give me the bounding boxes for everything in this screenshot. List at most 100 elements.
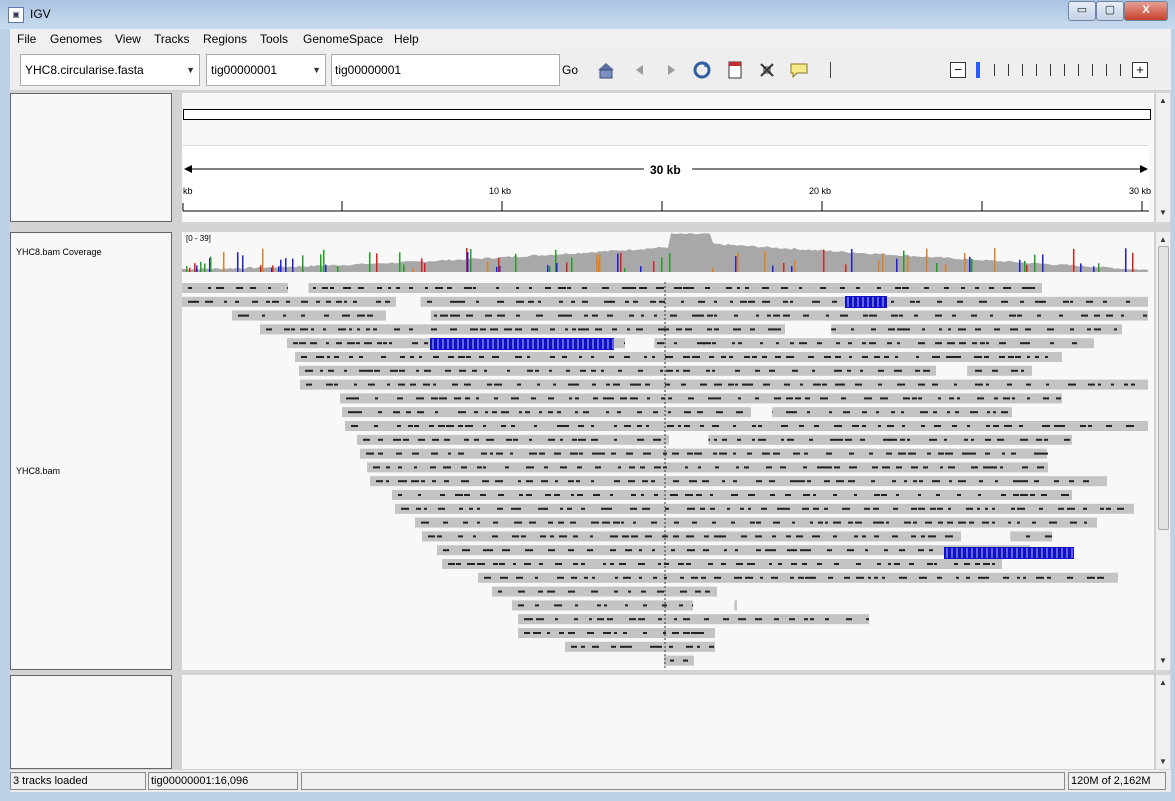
- refresh-icon[interactable]: [692, 60, 712, 80]
- scroll-down-icon[interactable]: ▼: [1159, 757, 1167, 766]
- read-mismatch: [933, 411, 937, 414]
- chromosome-ideogram[interactable]: [183, 109, 1151, 120]
- forward-arrow-icon[interactable]: [661, 60, 681, 80]
- minimize-button[interactable]: ▭: [1068, 1, 1096, 21]
- read-mismatch: [403, 438, 409, 441]
- maximize-button[interactable]: ▢: [1096, 1, 1124, 21]
- zoom-tick[interactable]: [1120, 64, 1121, 76]
- menu-tracks[interactable]: Tracks: [154, 32, 190, 46]
- read-mismatch: [672, 632, 679, 634]
- read-mismatch: [799, 287, 802, 289]
- coverage-mismatch: [783, 263, 785, 272]
- read-mismatch: [928, 535, 936, 538]
- read-mismatch: [774, 328, 781, 331]
- read-mismatch: [833, 535, 837, 538]
- read-mismatch: [862, 425, 866, 427]
- read-mismatch: [477, 521, 480, 524]
- coverage-track-name[interactable]: YHC8.bam Coverage: [16, 247, 102, 257]
- zoom-slider-handle[interactable]: [976, 62, 980, 78]
- resize-icon[interactable]: [757, 60, 777, 80]
- menu-tools[interactable]: Tools: [260, 32, 289, 46]
- scrollbar-thumb[interactable]: [1158, 246, 1169, 530]
- read-mismatch: [683, 632, 690, 634]
- read-mismatch: [826, 452, 832, 455]
- read-mismatch: [366, 328, 370, 331]
- read-mismatch: [492, 411, 497, 414]
- zoom-tick[interactable]: [1008, 64, 1009, 76]
- roi-icon[interactable]: [725, 60, 745, 80]
- read-mismatch: [878, 425, 881, 427]
- header-scrollbar[interactable]: ▲ ▼: [1155, 93, 1170, 222]
- zoom-tick[interactable]: [1036, 64, 1037, 76]
- read-mismatch: [791, 563, 797, 565]
- data-panel[interactable]: [0 - 39]: [182, 232, 1154, 670]
- read-mismatch: [710, 494, 713, 496]
- zoom-out-button[interactable]: −: [950, 62, 966, 78]
- back-arrow-icon[interactable]: [630, 60, 650, 80]
- chromosome-dropdown[interactable]: tig00000001 ▼: [206, 54, 326, 86]
- zoom-tick[interactable]: [1092, 64, 1093, 76]
- read-mismatch: [657, 645, 662, 648]
- read-mismatch: [416, 397, 424, 400]
- menu-genomespace[interactable]: GenomeSpace: [303, 32, 384, 46]
- scroll-down-icon[interactable]: ▼: [1159, 656, 1167, 665]
- coverage-mismatch: [712, 267, 714, 272]
- read-mismatch: [948, 507, 951, 510]
- read-mismatch: [813, 507, 819, 510]
- read-mismatch: [558, 287, 566, 289]
- read-mismatch: [558, 314, 566, 317]
- read-mismatch: [949, 397, 954, 400]
- read-mismatch: [781, 438, 784, 441]
- genome-dropdown[interactable]: YHC8.circularise.fasta ▼: [20, 54, 200, 86]
- feature-panel[interactable]: [182, 675, 1154, 769]
- read-mismatch: [755, 369, 760, 372]
- scroll-up-icon[interactable]: ▲: [1159, 235, 1167, 244]
- zoom-tick[interactable]: [1078, 64, 1079, 76]
- read-mismatch: [539, 452, 545, 455]
- scroll-up-icon[interactable]: ▲: [1159, 678, 1167, 687]
- zoom-in-button[interactable]: +: [1132, 62, 1148, 78]
- popup-info-icon[interactable]: [789, 60, 809, 80]
- zoom-tick[interactable]: [1064, 64, 1065, 76]
- menu-help[interactable]: Help: [394, 32, 419, 46]
- read-mismatch: [589, 618, 592, 621]
- read-mismatch: [944, 287, 949, 289]
- ruler-span-arrow: [184, 165, 1148, 173]
- read-mismatch: [881, 494, 887, 496]
- read-mismatch: [783, 300, 788, 303]
- zoom-tick[interactable]: [1022, 64, 1023, 76]
- read-mismatch: [347, 342, 355, 345]
- read-mismatch: [354, 383, 357, 386]
- locus-search-input[interactable]: [331, 54, 560, 86]
- menu-file[interactable]: File: [17, 32, 37, 46]
- alignment-track-name[interactable]: YHC8.bam: [16, 466, 61, 476]
- zoom-tick[interactable]: [1050, 64, 1051, 76]
- menu-regions[interactable]: Regions: [203, 32, 248, 46]
- menu-genomes[interactable]: Genomes: [50, 32, 103, 46]
- read-mismatch: [670, 494, 678, 496]
- scroll-down-icon[interactable]: ▼: [1159, 208, 1167, 217]
- go-button[interactable]: Go: [562, 63, 579, 77]
- coverage-mismatch: [907, 256, 909, 272]
- read-mismatch: [805, 576, 813, 579]
- read-mismatch: [1041, 452, 1048, 455]
- read-mismatch: [744, 466, 749, 469]
- insertion-cluster: [944, 547, 1074, 559]
- feature-scrollbar[interactable]: ▲ ▼: [1155, 675, 1170, 769]
- read-mismatch: [964, 563, 970, 565]
- read-mismatch: [477, 563, 485, 565]
- close-button[interactable]: X: [1124, 1, 1168, 21]
- coverage-mismatch: [189, 267, 191, 272]
- home-icon[interactable]: [596, 60, 616, 80]
- alignment-canvas[interactable]: [182, 232, 1154, 670]
- zoom-tick[interactable]: [994, 64, 995, 76]
- zoom-tick[interactable]: [1106, 64, 1107, 76]
- read-mismatch: [709, 356, 714, 358]
- read-mismatch: [377, 287, 382, 289]
- scroll-up-icon[interactable]: ▲: [1159, 96, 1167, 105]
- data-scrollbar[interactable]: ▲ ▼: [1155, 232, 1170, 670]
- read-mismatch: [681, 383, 686, 386]
- menu-view[interactable]: View: [115, 32, 141, 46]
- read-mismatch: [748, 494, 755, 496]
- read-mismatch: [966, 507, 973, 510]
